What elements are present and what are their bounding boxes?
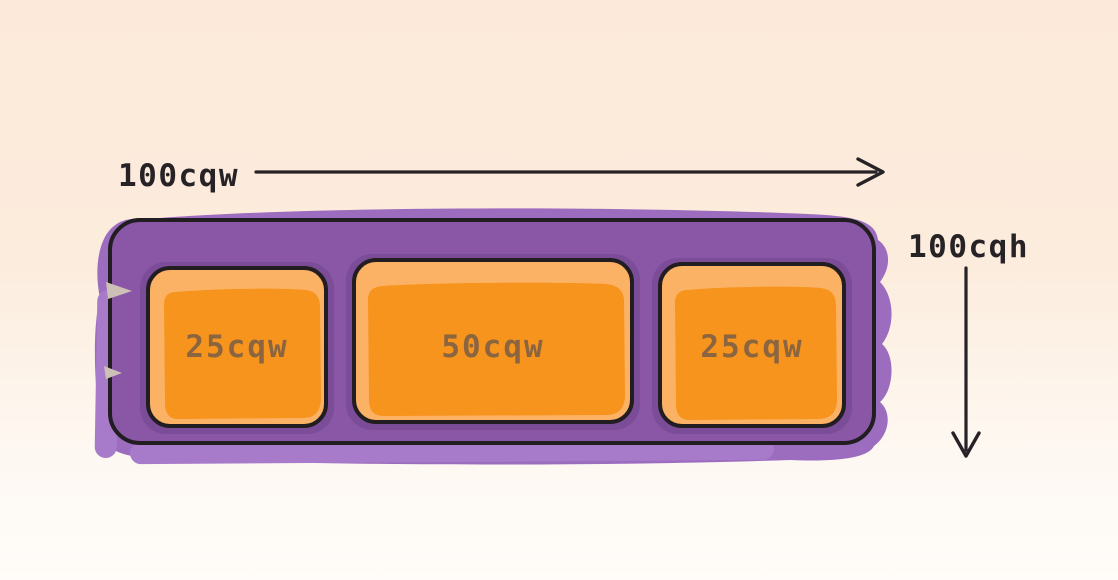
left-edge-notch-bottom bbox=[104, 366, 122, 379]
box-1-fill bbox=[164, 288, 321, 419]
box-3-fill bbox=[675, 286, 837, 420]
box-3-label: 25cqw bbox=[700, 329, 803, 365]
box-1-label: 25cqw bbox=[185, 329, 288, 365]
container-width-label: 100cqw bbox=[118, 158, 239, 194]
container-height-label: 100cqh bbox=[908, 229, 1029, 265]
box-2-label: 50cqw bbox=[441, 329, 544, 365]
width-arrow-head-icon bbox=[856, 157, 885, 187]
height-arrow-head-icon bbox=[951, 431, 981, 458]
box-2-fill bbox=[368, 282, 625, 416]
left-edge-notch-top bbox=[106, 282, 132, 299]
